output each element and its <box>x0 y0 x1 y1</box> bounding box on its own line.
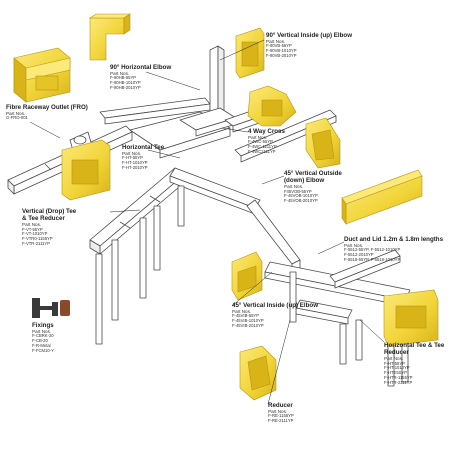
horizontal-tee-reducer-product <box>383 289 439 347</box>
duct-lid-product <box>341 169 423 225</box>
callout-vertical-inside-elbow-45: 45° Vertical Inside (up) Elbow Part Nos.… <box>232 302 318 329</box>
vertical-inside-elbow-90-product <box>235 27 265 79</box>
callout-fixings: Fixings Part Nos. F-CBRK-20 F-CB-20 F-R-… <box>32 322 54 354</box>
part-nos-label: Part Nos. <box>268 409 288 415</box>
vertical-drop-tee-product <box>61 139 111 201</box>
part-number: F-90VB-55YP <box>266 43 292 49</box>
part-number: F-90VB-1010YP <box>266 48 297 54</box>
part-number: F-RE-2111YP <box>268 418 294 424</box>
callout-title: Fibre Raceway Outlet (FRO) <box>6 104 88 111</box>
part-nos-label: Part Nos. <box>384 356 404 362</box>
fixings-product <box>32 298 70 318</box>
part-number: F-FCM10-Y <box>32 347 54 353</box>
leader-lines <box>29 39 385 405</box>
part-number: F-45VOB-2010YP <box>284 198 318 204</box>
part-nos-label: Part Nos. <box>232 309 252 315</box>
callout-vertical-drop-tee: Vertical (Drop) Tee & Tee Reducer Part N… <box>22 208 82 247</box>
callout-title: Horizontal Tee & Tee Reducer <box>384 342 445 357</box>
tray-run-reducer-branch <box>295 299 353 325</box>
callout-horizontal-tee-reducer: Horizontal Tee & Tee Reducer Part Nos. F… <box>384 342 446 386</box>
part-nos-label: Part Nos. <box>22 222 42 228</box>
part-number: F-HT-55YP <box>122 155 143 161</box>
part-number: F-HTE5SYP <box>384 370 408 376</box>
callout-title: Reducer <box>268 402 293 409</box>
callout-title: 45° Vertical Inside (up) Elbow <box>232 302 319 309</box>
part-number: F-CBRK-20 <box>32 333 54 339</box>
callout-title: Fixings <box>32 322 54 329</box>
part-number: F-90VB-2010YP <box>266 53 297 59</box>
tray-central-cross <box>129 107 237 159</box>
part-nos-label: Part Nos. <box>6 111 26 117</box>
fro-product <box>13 47 71 103</box>
part-number: F-45VIB-55YP <box>232 313 259 319</box>
callout-title: Horizontal Tee <box>122 144 165 151</box>
part-number: F-90HB-55YP <box>110 75 137 81</box>
vertical-outside-elbow-product <box>305 117 341 169</box>
callout-fro: Fibre Raceway Outlet (FRO) Part Nos. G-F… <box>6 104 88 121</box>
part-number: F-HTR-1155YP <box>384 375 413 381</box>
tray-vertical-top <box>209 45 225 117</box>
part-number: F-RE-1155YP <box>268 413 294 419</box>
tray-run-bottom <box>264 249 411 307</box>
part-number: F-4WC-55YP <box>248 139 273 145</box>
reducer-product <box>239 345 277 401</box>
part-number: F-HTR-2111YP <box>384 379 413 385</box>
part-number: F-HT-1010YP <box>384 365 410 371</box>
part-number: F-90HB-2010YP <box>110 85 141 91</box>
horizontal-elbow-product <box>89 13 131 61</box>
callout-title: Duct and Lid 1.2m & 1.8m lengths <box>344 236 444 243</box>
part-number: F-CB-20 <box>32 338 48 344</box>
part-number: F-5518-55YP, F-5518-1010YP <box>344 257 401 263</box>
part-number: F45VOB-55YP <box>284 188 312 194</box>
vertical-inside-elbow-45-product <box>231 251 263 301</box>
part-nos-label: Part Nos. <box>32 329 52 335</box>
part-number: F-VT-1010YP <box>22 231 48 237</box>
callout-vertical-inside-elbow-90: 90° Vertical Inside (up) Elbow Part Nos.… <box>266 32 352 59</box>
part-number: F-5512-2010YP <box>344 252 374 258</box>
part-nos-label: Part Nos. <box>266 39 286 45</box>
callout-title: 45° Vertical Outside (down) Elbow <box>284 170 342 185</box>
four-way-cross-product <box>247 85 297 127</box>
part-nos-label: Part Nos. <box>284 184 304 190</box>
part-number: G-FRO-001 <box>6 115 28 121</box>
part-nos-label: Part Nos. <box>248 135 268 141</box>
part-number: F-5512-55YP, F-5512-1010YP <box>344 247 401 253</box>
part-number: F-VTR0-1155YP <box>22 236 53 242</box>
part-number: F-HT-55YP <box>384 360 405 366</box>
part-nos-label: Part Nos. <box>344 243 364 249</box>
part-number: F-HT-2010YP <box>122 165 148 171</box>
part-number: F-R-Metal <box>32 343 51 349</box>
tray-run-center-down <box>169 167 301 273</box>
part-number: F-45VIB-2010YP <box>232 323 264 329</box>
part-number: F-45VIB-1010YP <box>232 318 264 324</box>
callout-title: Vertical (Drop) Tee & Tee Reducer <box>22 208 77 223</box>
callout-vertical-outside-elbow: 45° Vertical Outside (down) Elbow Part N… <box>284 170 352 204</box>
callout-horizontal-tee: Horizontal Tee Part Nos. F-HT-55YP F-HT-… <box>122 144 164 171</box>
part-nos-label: Part Nos. <box>122 151 142 157</box>
part-number: F-90HB-1010YP <box>110 80 141 86</box>
callout-four-way-cross: 4 Way Cross Part Nos. F-4WC-55YP F-4WC-1… <box>248 128 285 155</box>
callout-title: 4 Way Cross <box>248 128 285 135</box>
part-number: F-HT-1010YP <box>122 160 148 166</box>
callout-reducer: Reducer Part Nos. F-RE-1155YP F-RE-2111Y… <box>268 402 294 424</box>
part-number: F-4WC2111YP <box>248 149 276 155</box>
callout-title: 90° Vertical Inside (up) Elbow <box>266 32 353 39</box>
part-nos-label: Part Nos. <box>110 71 130 77</box>
callout-title: 90° Horizontal Elbow <box>110 64 172 71</box>
callout-duct-lid: Duct and Lid 1.2m & 1.8m lengths Part No… <box>344 236 443 263</box>
part-number: F-45VOB-1010YP <box>284 193 318 199</box>
part-number: F-VT-55YP <box>22 226 43 232</box>
product-images <box>13 13 439 401</box>
callout-horizontal-elbow: 90° Horizontal Elbow Part Nos. F-90HB-55… <box>110 64 171 91</box>
part-number: F-VTR-2111YP <box>22 241 51 247</box>
part-number: F-4WC-1111YP <box>248 144 277 150</box>
